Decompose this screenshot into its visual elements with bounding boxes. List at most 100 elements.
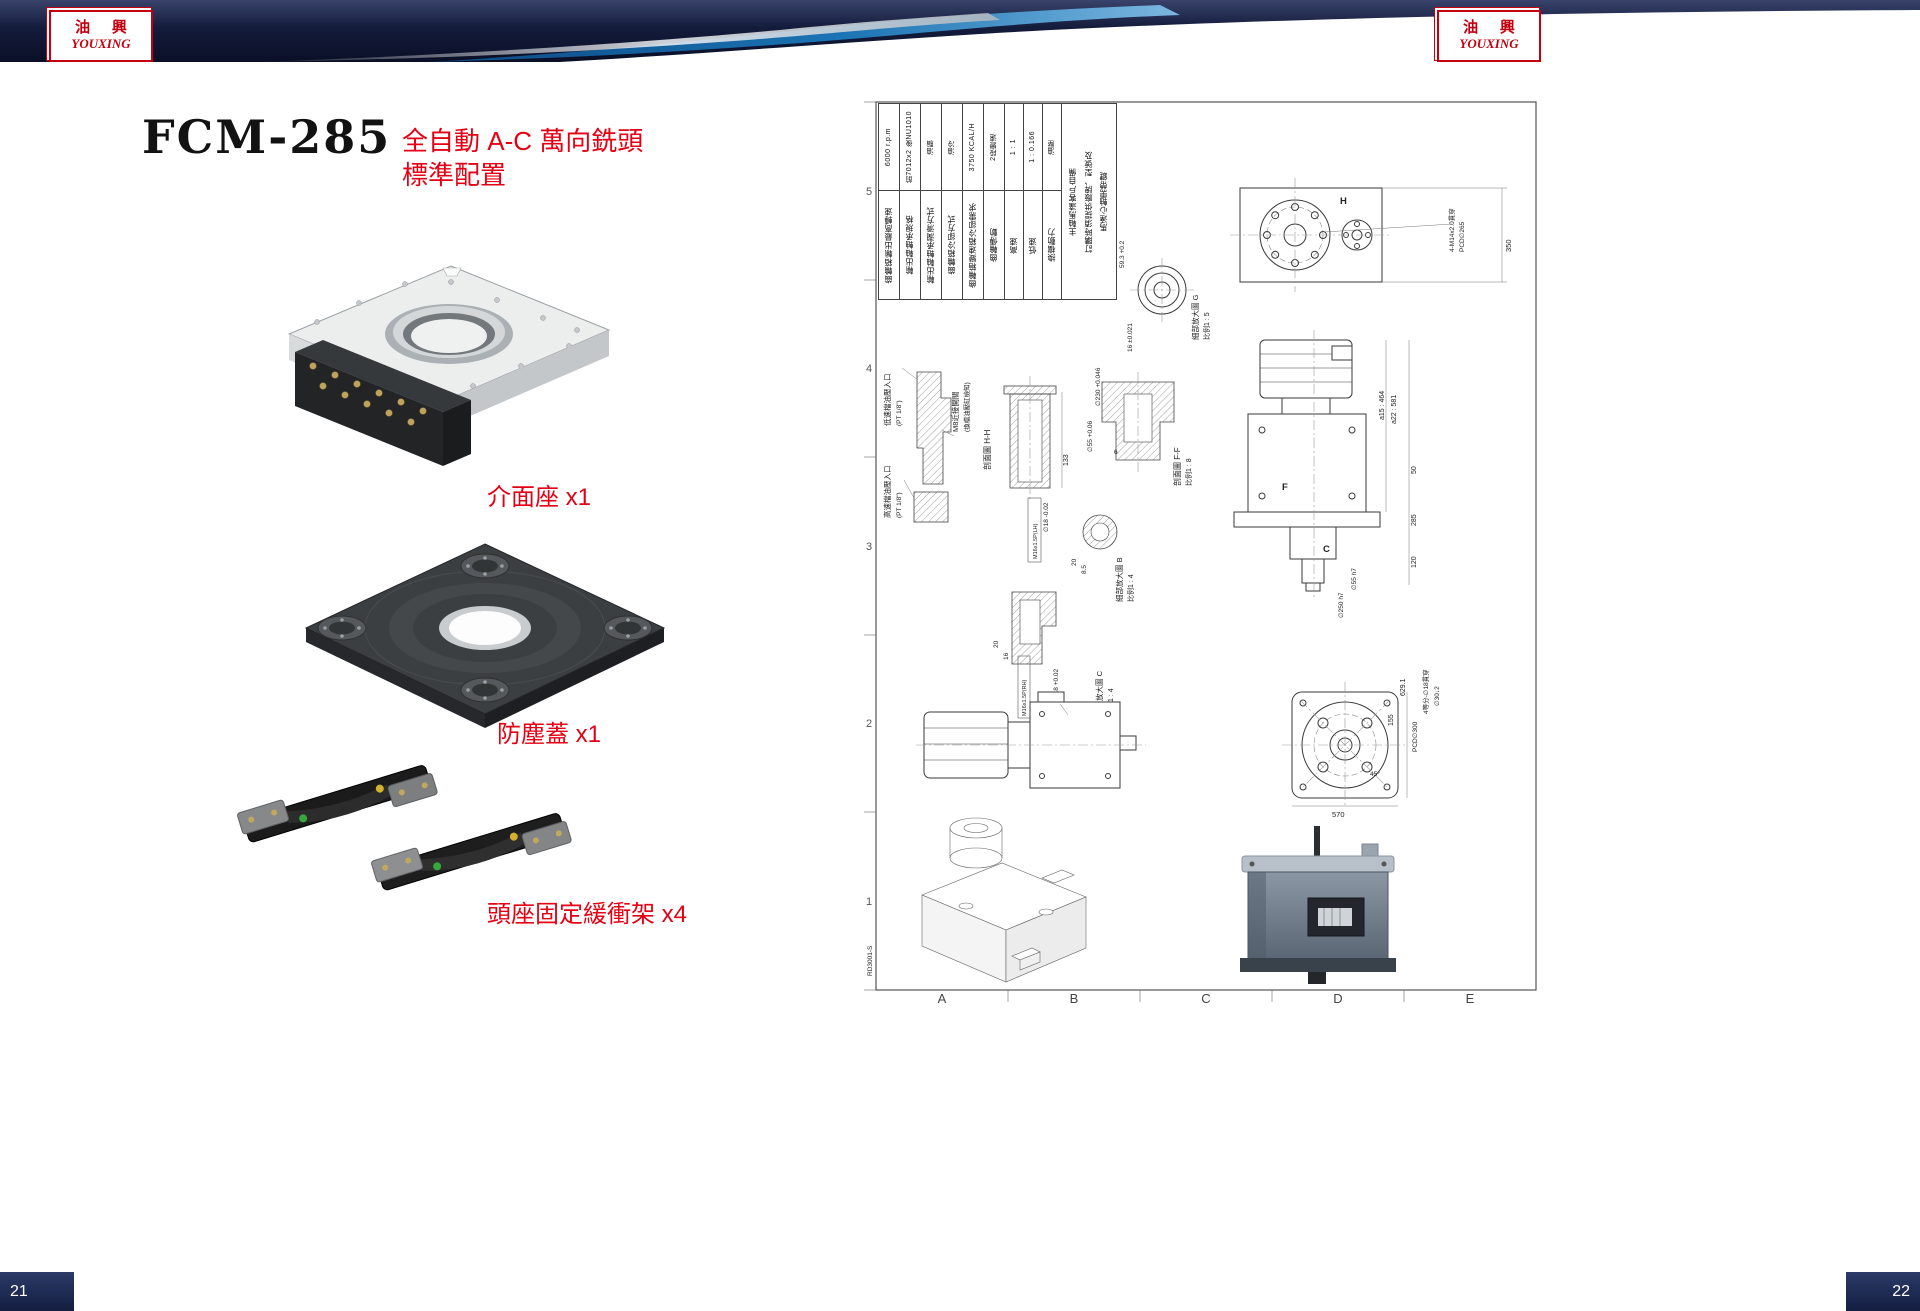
dim-phi250-h7: ∅250 h7 [1338,592,1345,618]
dim-570: 570 [1332,810,1345,819]
ruler-number: 2 [866,718,872,730]
detail-g-scale: 比例1 : 5 [1202,312,1211,340]
detail-g-title: 細部放大圖 G [1190,294,1200,340]
spec-col-gear: 2段變速 齒輪傳動 [984,104,1005,299]
buffer-bracket-image [237,765,572,891]
low-speed-oil-inlet-port: (PT 1/8") [896,400,903,426]
dim-phi55-h7: ∅55 h7 [1351,568,1358,590]
view-detail-b [1082,514,1118,550]
dim-a15-464: a15 : 464 [1379,391,1386,420]
spec-col-low-speed: 1 : 0.166 低速 [1024,104,1043,299]
view-letter-h: H [1340,196,1347,207]
dust-cover-image [304,543,666,728]
high-speed-oil-inlet-label: 高速檔油壓入口 [882,466,892,519]
low-speed-oil-inlet-label: 低速檔油壓入口 [882,374,892,427]
bolt-pattern-note: 4等分-∅18貫穿 [1421,669,1430,714]
spec-value: 油冷 [948,139,956,155]
view-section-hh [1003,376,1063,500]
spec-value: 油脂 [927,139,935,155]
logo-youxing-right: 油 興 YOUXING [1434,7,1541,62]
spec-label-cell: 換檔動力 [1043,191,1061,299]
m8-proximity-switch-label: M8近接開關 [950,392,960,432]
model-title: FCM-285 [142,110,392,164]
ruler-letter: B [1070,991,1079,1006]
dim-629-1: 629.1 [1400,678,1407,696]
dim-133: 133 [1063,454,1070,466]
dim-20-a: 20 [1071,558,1078,566]
dim-59-3: 59.3 +0.2 [1119,240,1126,268]
spec-label: 輸出軸軸承規格 [904,215,914,275]
dim-120: 120 [1411,556,1418,568]
view-side-elevation [1233,330,1410,600]
spec-label-cell: 低速 [1024,191,1042,299]
high-speed-oil-inlet-port: (PT 1/8") [896,492,903,518]
spec-value: 1 : 0.166 [1029,131,1037,163]
ruler-number: 1 [866,896,872,908]
spec-note-line: 馬達心軸需帶鍵 [1099,171,1109,232]
corner-boss [603,615,653,641]
detail-b-scale: 比例1 : 4 [1126,574,1135,602]
view-letter-c: C [1323,544,1330,555]
flange-pcd-note: PCD∅265 [1459,221,1466,252]
ruler-letter: E [1466,991,1475,1006]
spec-value: 油壓 [1048,139,1056,155]
flange-bolt-note: 4-M14x2.0貫穿 [1447,208,1456,252]
spec-label: 齒輪箱輸出最高轉速 [883,206,893,284]
spec-label: 輸出軸軸承潤滑方式 [925,206,935,284]
spec-label: 換檔動力 [1046,228,1056,262]
dim-8-5: 8.5 [1081,565,1088,574]
section-ff-title: 剖面圖 F-F [1172,447,1182,486]
spec-col-cooling-type: 油冷 齒輪箱冷卻方式 [942,104,963,299]
spec-note-line: 訂購時須提供廠牌、型號及 [1083,150,1093,253]
spec-value-cell: 油脂 [921,104,941,191]
ruler-letter: C [1201,991,1210,1006]
dim-155: 155 [1388,714,1395,726]
view-flange-top [1230,178,1507,292]
product-subtitle: 全自動 A-C 萬向銑頭 標準配置 [402,124,643,192]
view-side-horizontal [916,691,1146,789]
header-band: 油 興 YOUXING 油 興 YOUXING [0,0,1920,62]
spec-table: 6000 r.p.m 齒輪箱輸出最高轉速 前7012x2 後NU1010 輸出軸… [878,103,1117,300]
spec-col-speed: 6000 r.p.m 齒輪箱輸出最高轉速 [879,104,900,299]
spec-value-cell: 1 : 1 [1005,104,1023,191]
logo-chinese-text: 油 興 [75,20,136,37]
spec-value-cell: 油冷 [942,104,962,191]
caption-interface-seat: 介面座 x1 [487,484,592,511]
spec-col-shift-power: 油壓 換檔動力 [1043,104,1062,299]
detail-c-title: 細部放大圖 C [1094,670,1104,716]
counterbore-note: ∅30↓2 [1434,686,1441,706]
view-front-flange [1282,682,1408,808]
dim-phi230: ∅230 +0.046 [1095,367,1102,406]
spec-col-high-speed: 1 : 1 高速 [1005,104,1024,299]
caption-buffer-bracket: 頭座固定緩衝架 x4 [487,901,688,928]
view-letter-f: F [1282,482,1288,493]
dim-phi18-lh: ∅18 -0.02 [1043,502,1050,532]
spec-col-bearing: 前7012x2 後NU1010 輸出軸軸承規格 [900,104,921,299]
spec-value: 1 : 1 [1010,138,1018,156]
page-number-right: 22 [1846,1272,1920,1311]
m8-proximity-switch-note: (換檔油壓缸檢知) [962,382,971,432]
section-ff-scale: 比例1 : 8 [1184,458,1193,486]
dim-50: 50 [1411,466,1418,474]
corner-boss [317,615,367,641]
dim-285: 285 [1411,514,1418,526]
pcd-300-note: PCD∅300 [1412,721,1419,752]
corner-boss [460,677,510,703]
spec-label-cell: 齒輪箱輸出最高轉速 [879,191,899,299]
ruler-number: 3 [866,541,872,553]
spec-value-cell: 6000 r.p.m [879,104,899,191]
ruler-number: 5 [866,186,872,198]
view-detail-g [1130,258,1194,322]
thread-callout-box [1027,497,1042,563]
bracket-2 [371,813,572,891]
spec-value-cell: 前7012x2 後NU1010 [900,104,920,191]
spec-value-cell: 油壓 [1043,104,1061,191]
spec-value: 6000 r.p.m [885,127,893,167]
thread-m16-lh: M16x1.5P(LH) [1033,523,1039,559]
logo-frame: 油 興 YOUXING [1437,10,1541,62]
dim-16-b: 16 [1003,652,1010,660]
dim-350: 350 [1504,239,1513,252]
iso-line-drawing [921,817,1087,983]
thread-callout-box [1017,655,1031,719]
caption-dust-cover: 防塵蓋 x1 [497,721,602,748]
